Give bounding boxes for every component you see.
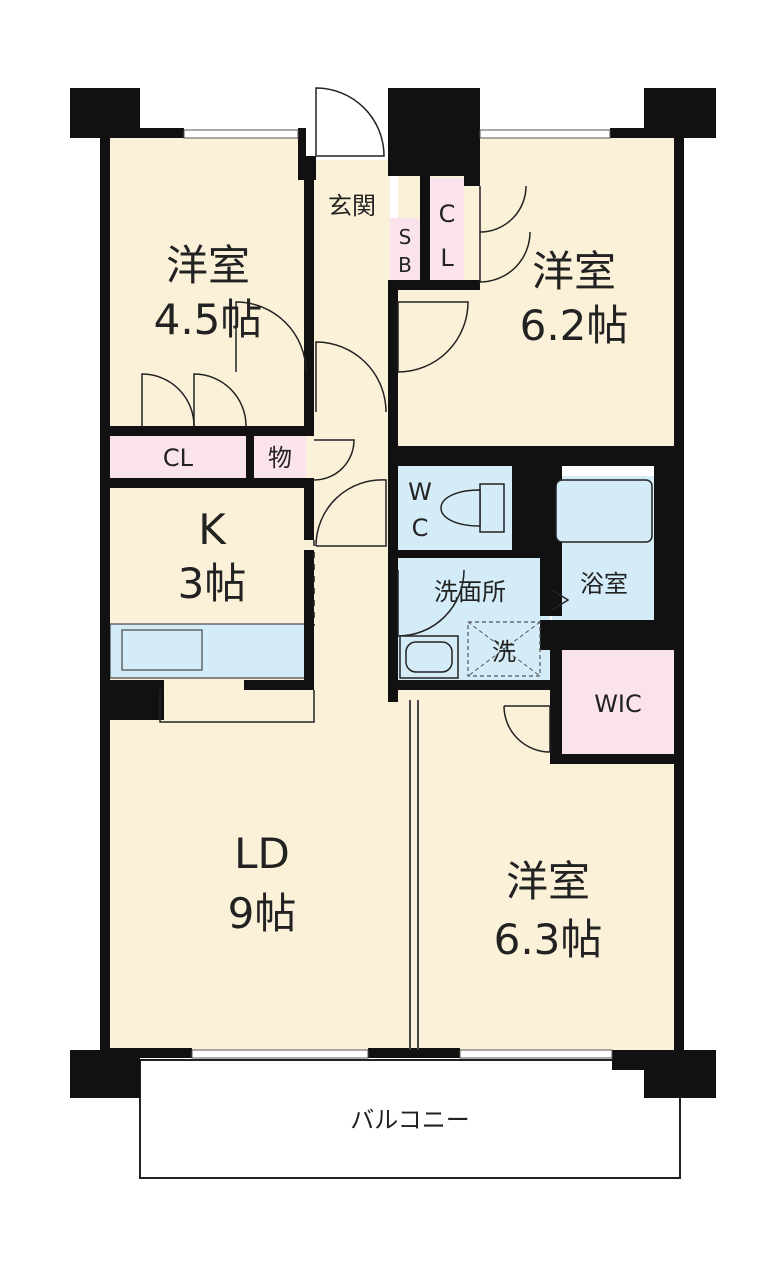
label-shoe-box-b: B: [398, 253, 412, 277]
label-shoe-box-s: S: [399, 225, 412, 249]
label-wic: WIC: [594, 690, 642, 718]
toilet-fixture: [440, 483, 505, 533]
label-balcony: バルコニー: [350, 1106, 470, 1134]
label-storage: 物: [268, 444, 292, 472]
floor-shoe-box: [390, 218, 420, 280]
floor-hall-top: [306, 160, 390, 430]
floor-hall-lower: [306, 486, 390, 686]
doors: [141, 87, 570, 753]
label-bathroom: 浴室: [580, 570, 628, 598]
floor-closet-a: [108, 436, 246, 478]
window-top-left: [183, 129, 299, 139]
room-size-western-c: 6.3帖: [494, 915, 603, 964]
wash-basin: [399, 635, 459, 679]
room-size-western-a: 4.5帖: [154, 295, 263, 344]
room-name-kitchen: K: [198, 505, 227, 554]
window-bottom-right: [459, 1049, 613, 1059]
bathtub: [555, 479, 653, 543]
room-name-western-a: 洋室: [166, 241, 250, 290]
room-name-western-b: 洋室: [532, 247, 616, 296]
label-toilet-c: C: [412, 514, 429, 542]
label-closet-b-c: C: [439, 200, 456, 228]
room-size-kitchen: 3帖: [178, 559, 247, 608]
room-name-living: LD: [234, 829, 290, 878]
room-name-western-c: 洋室: [506, 857, 590, 906]
room-size-western-b: 6.2帖: [520, 301, 629, 350]
window-bottom-left: [191, 1049, 369, 1059]
label-toilet-w: W: [408, 478, 432, 506]
washer-space: [467, 621, 541, 677]
floor-balcony: [139, 1059, 681, 1179]
floor-western-a: [108, 138, 306, 428]
kitchen-sink: [121, 629, 203, 671]
floor-closet-b: [430, 178, 464, 280]
label-washroom: 洗面所: [434, 578, 506, 606]
walls: [70, 88, 716, 1098]
label-closet-b-l: L: [440, 244, 454, 272]
floor-storage: [254, 436, 306, 478]
floor-wic: [562, 650, 674, 754]
window-top-right: [479, 129, 611, 139]
room-size-living: 9帖: [228, 889, 297, 938]
label-closet-a: CL: [163, 444, 194, 472]
label-washer: 洗: [492, 638, 516, 666]
label-entrance: 玄関: [328, 192, 376, 220]
